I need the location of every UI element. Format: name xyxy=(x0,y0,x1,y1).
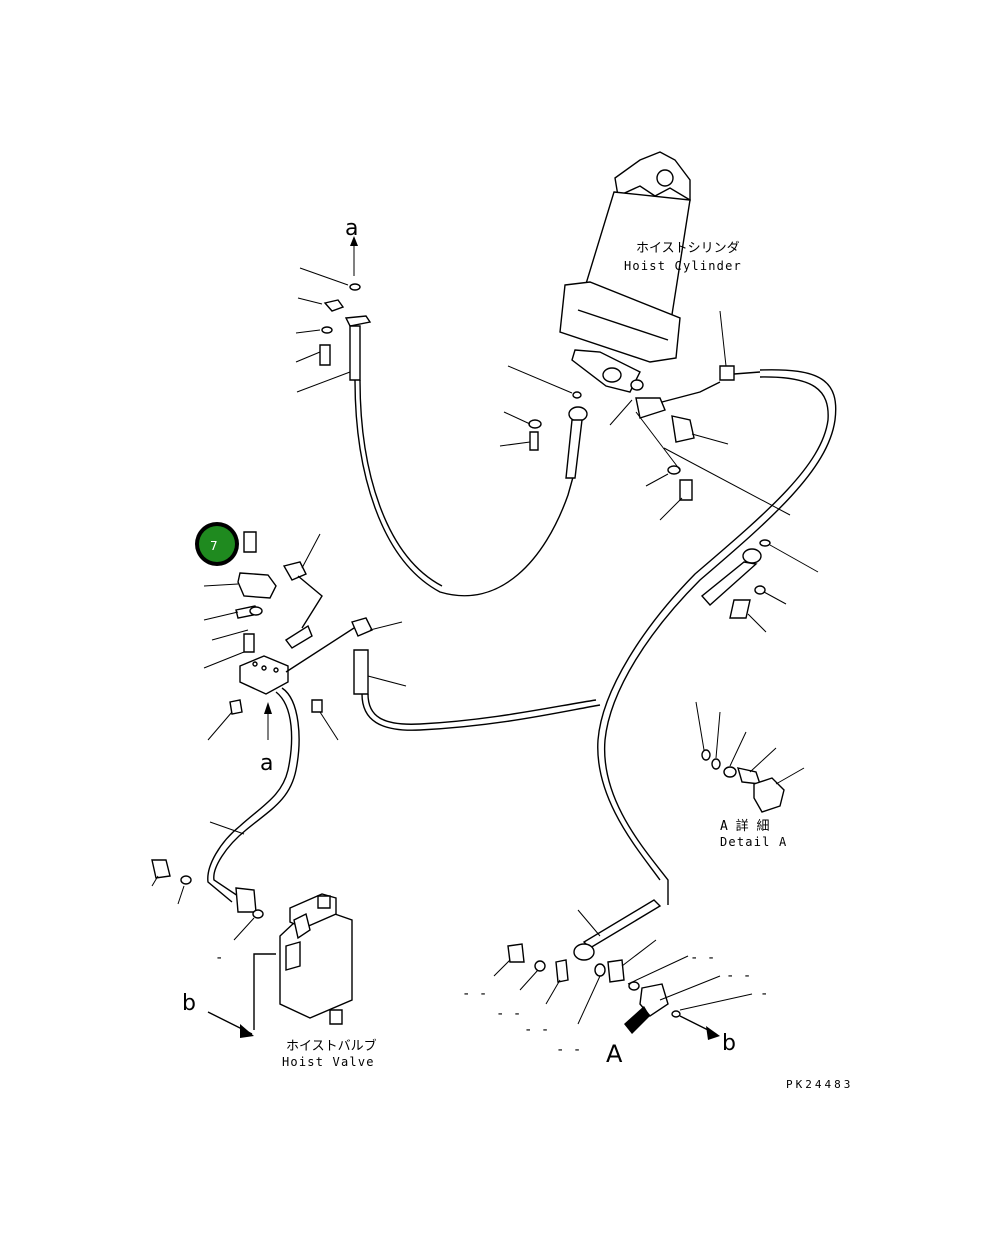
view-a-marker: A xyxy=(606,1040,623,1068)
drawing-number: PK24483 xyxy=(786,1078,853,1091)
hoist-cylinder-label-jp: ホイストシリンダ xyxy=(636,241,740,256)
placeholder-7: - xyxy=(760,986,768,1002)
placeholder-valve: - xyxy=(215,950,223,966)
marker-a-bottom: a xyxy=(260,751,273,776)
marker-a-top: a xyxy=(345,216,358,241)
marker-b-right: b xyxy=(722,1031,736,1056)
placeholder-3: - - xyxy=(524,1022,549,1038)
detail-a-label-en: Detail A xyxy=(720,835,787,849)
detail-a-label-jp: A 詳 細 xyxy=(720,818,769,834)
hoist-valve: - b ホイストバルブ Hoist Valve xyxy=(151,859,377,1069)
callout-number: 7 xyxy=(210,539,218,553)
cylinder-fittings xyxy=(499,310,791,521)
placeholder-4: - - xyxy=(556,1042,581,1058)
bottom-hose-fittings: b A - - - - - - - - - - - - - xyxy=(462,899,768,1068)
hose-block-to-right xyxy=(285,617,601,731)
placeholder-1: - - xyxy=(462,986,487,1002)
hoist-cylinder: ホイストシリンダ Hoist Cylinder xyxy=(559,151,742,393)
callout-7-badge: 7 xyxy=(195,522,239,566)
hoist-valve-label-en: Hoist Valve xyxy=(282,1055,375,1069)
mid-hose-fitting xyxy=(700,539,819,633)
upper-left-fittings: a xyxy=(295,216,372,393)
hose-upper-loop xyxy=(354,379,576,597)
hose-long-main xyxy=(604,369,837,905)
left-block-assembly: 7 a xyxy=(195,522,339,776)
hoist-cylinder-label-en: Hoist Cylinder xyxy=(624,259,742,273)
placeholder-5: - - xyxy=(690,950,715,966)
placeholder-2: - - xyxy=(496,1006,521,1022)
placeholder-6: - - xyxy=(726,968,751,984)
marker-b-left: b xyxy=(182,991,196,1016)
hoist-valve-label-jp: ホイストバルブ xyxy=(286,1038,377,1054)
detail-a: A 詳 細 Detail A xyxy=(695,701,805,849)
pipe-block-to-valve xyxy=(213,687,300,897)
